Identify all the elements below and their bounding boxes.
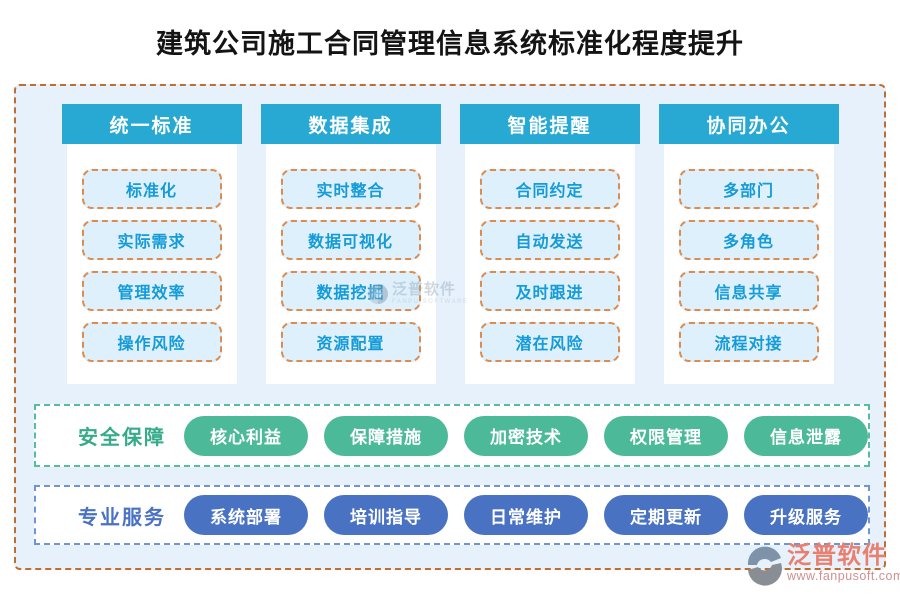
security-band: 安全保障 核心利益保障措施加密技术权限管理信息泄露 xyxy=(34,404,870,467)
columns-area: 统一标准标准化实际需求管理效率操作风险数据集成实时整合数据可视化数据挖掘资源配置… xyxy=(16,104,884,384)
service-pills: 系统部署培训指导日常维护定期更新升级服务 xyxy=(184,495,868,535)
fanpu-logo-icon xyxy=(747,546,782,586)
feature-chip: 管理效率 xyxy=(81,271,222,311)
feature-chip: 数据挖掘 xyxy=(280,271,421,311)
pill: 信息泄露 xyxy=(744,415,868,456)
column-header: 协同办公 xyxy=(658,104,839,144)
pill: 加密技术 xyxy=(464,415,588,456)
feature-chip: 多角色 xyxy=(678,220,819,260)
pill: 培训指导 xyxy=(324,495,448,535)
column-body: 合同约定自动发送及时跟进潜在风险 xyxy=(464,144,635,384)
feature-chip: 及时跟进 xyxy=(479,271,620,311)
page-title: 建筑公司施工合同管理信息系统标准化程度提升 xyxy=(156,29,744,59)
feature-chip: 潜在风险 xyxy=(479,322,620,362)
feature-chip: 操作风险 xyxy=(81,322,222,362)
column: 数据集成实时整合数据可视化数据挖掘资源配置 xyxy=(260,104,441,384)
fanpu-logo-url: www.fanpusoft.com xyxy=(787,569,900,583)
pill: 日常维护 xyxy=(464,495,588,535)
column: 协同办公多部门多角色信息共享流程对接 xyxy=(658,104,839,384)
pill: 升级服务 xyxy=(744,495,868,535)
security-pills: 核心利益保障措施加密技术权限管理信息泄露 xyxy=(184,415,868,456)
column-header: 统一标准 xyxy=(61,104,242,144)
feature-chip: 实时整合 xyxy=(280,169,421,209)
pill: 保障措施 xyxy=(324,415,448,456)
column: 统一标准标准化实际需求管理效率操作风险 xyxy=(61,104,242,384)
column-body: 标准化实际需求管理效率操作风险 xyxy=(66,144,237,384)
feature-chip: 多部门 xyxy=(678,169,819,209)
pill: 系统部署 xyxy=(184,495,308,535)
column-header: 智能提醒 xyxy=(459,104,640,144)
service-label: 专业服务 xyxy=(78,506,166,529)
column-body: 实时整合数据可视化数据挖掘资源配置 xyxy=(265,144,436,384)
security-label: 安全保障 xyxy=(78,427,166,449)
pill: 权限管理 xyxy=(604,415,728,456)
column: 智能提醒合同约定自动发送及时跟进潜在风险 xyxy=(459,104,640,384)
pill: 核心利益 xyxy=(184,415,308,456)
feature-chip: 自动发送 xyxy=(479,220,620,260)
service-band: 专业服务 系统部署培训指导日常维护定期更新升级服务 xyxy=(34,485,870,545)
feature-chip: 数据可视化 xyxy=(280,220,421,260)
main-panel: 统一标准标准化实际需求管理效率操作风险数据集成实时整合数据可视化数据挖掘资源配置… xyxy=(14,84,886,570)
feature-chip: 资源配置 xyxy=(280,322,421,362)
feature-chip: 信息共享 xyxy=(678,271,819,311)
feature-chip: 流程对接 xyxy=(678,322,819,362)
feature-chip: 实际需求 xyxy=(81,220,222,260)
fanpu-logo-name: 泛普软件 xyxy=(787,542,887,569)
column-header: 数据集成 xyxy=(260,104,441,144)
feature-chip: 标准化 xyxy=(81,169,222,209)
pill: 定期更新 xyxy=(604,495,728,535)
fanpu-logo: 泛普软件 www.fanpusoft.com xyxy=(744,544,900,588)
feature-chip: 合同约定 xyxy=(479,169,620,209)
column-body: 多部门多角色信息共享流程对接 xyxy=(663,144,834,384)
